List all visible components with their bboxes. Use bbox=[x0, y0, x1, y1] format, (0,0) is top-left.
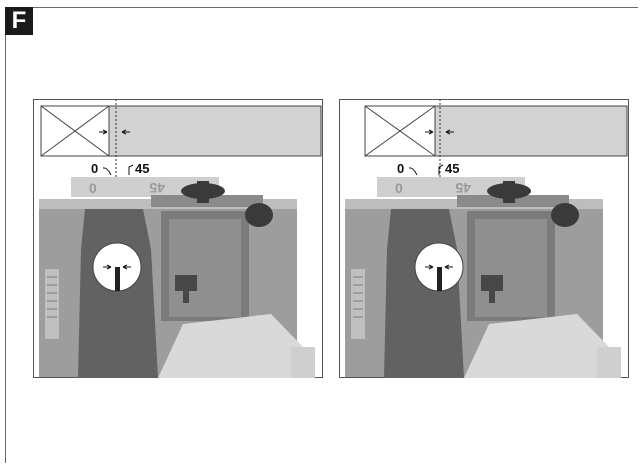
mark-45-label: 45 bbox=[445, 161, 459, 176]
blade-guard bbox=[464, 314, 611, 378]
arrow-left-icon bbox=[121, 129, 130, 135]
panel-left-illustration: 0 45 0 45 bbox=[33, 99, 323, 378]
lever-knob bbox=[175, 275, 197, 291]
scale-zero: 0 bbox=[395, 180, 403, 196]
figure-frame bbox=[5, 7, 638, 463]
wing-knob-side bbox=[245, 203, 273, 227]
side-grip bbox=[351, 269, 365, 339]
figure-label-badge: F bbox=[5, 7, 33, 35]
panel-left: 0 45 0 45 bbox=[33, 99, 323, 378]
panel-right-illustration: 0 45 0 45 bbox=[339, 99, 629, 378]
blade-guard bbox=[158, 314, 305, 378]
arrow-left-icon bbox=[445, 129, 454, 135]
saw-housing bbox=[384, 209, 464, 378]
mark-45-label: 45 bbox=[135, 161, 149, 176]
mark-zero-label: 0 bbox=[397, 161, 404, 176]
saw-housing bbox=[78, 209, 158, 378]
mark-zero-label: 0 bbox=[91, 161, 98, 176]
wing-knob-side bbox=[551, 203, 579, 227]
panel-right: 0 45 0 45 bbox=[339, 99, 629, 378]
lever-knob bbox=[481, 275, 503, 291]
scale-45: 45 bbox=[149, 180, 165, 196]
arrow-right-icon bbox=[99, 129, 108, 135]
arrow-right-icon bbox=[425, 129, 434, 135]
scale-zero: 0 bbox=[89, 180, 97, 196]
scale-45: 45 bbox=[455, 180, 471, 196]
side-grip bbox=[45, 269, 59, 339]
